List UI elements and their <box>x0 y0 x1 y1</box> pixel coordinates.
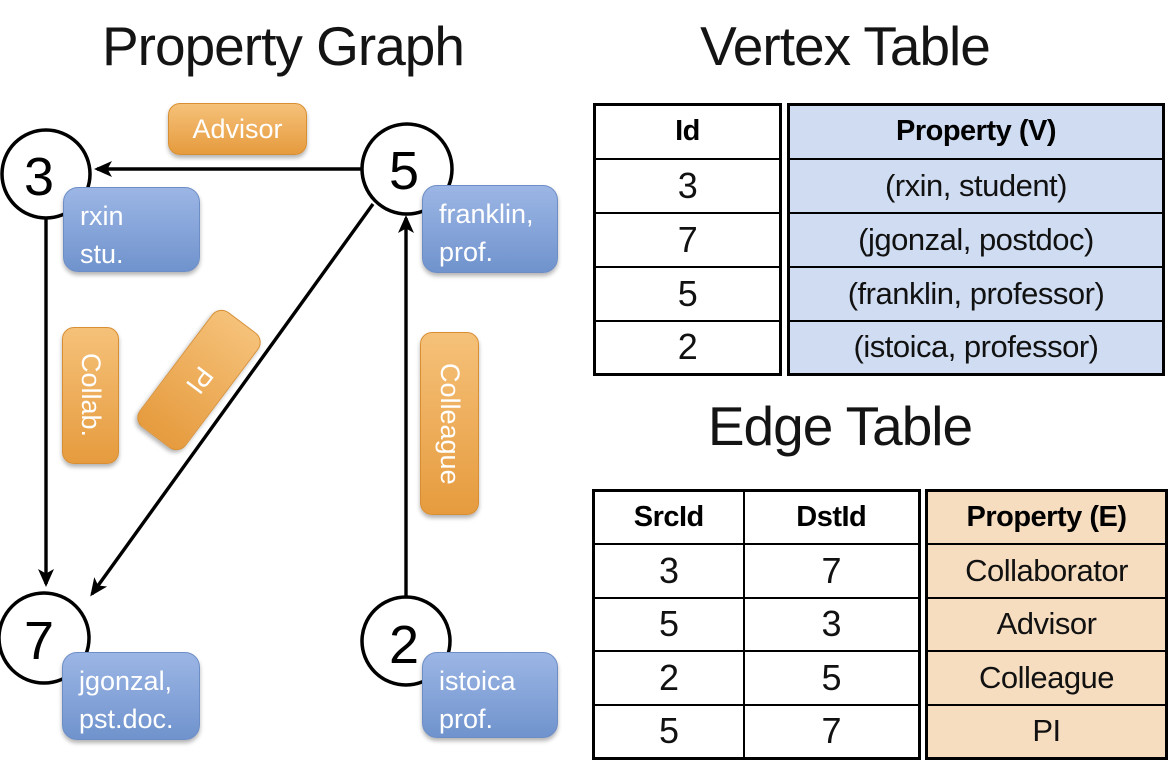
table-cell: (jgonzal, postdoc) <box>787 211 1165 268</box>
table-cell: 5 <box>742 650 921 706</box>
edge-label-advisor: Advisor <box>168 103 307 155</box>
edge-label-collab: Collab. <box>62 327 119 464</box>
table-cell: (franklin, professor) <box>787 265 1165 322</box>
column-header-property-v: Property (V) <box>787 103 1165 160</box>
edge-table-ids-head: SrcId DstId <box>592 489 921 546</box>
table-cell: Colleague <box>925 650 1168 706</box>
edge-label-collab-text: Collab. <box>76 353 106 438</box>
table-row: (jgonzal, postdoc) <box>787 211 1165 268</box>
table-cell: Advisor <box>925 596 1168 653</box>
table-row: Collaborator <box>925 543 1168 599</box>
vertex-table-id-head: Id <box>593 103 782 160</box>
table-cell: 5 <box>592 703 745 760</box>
table-row: PI <box>925 703 1168 760</box>
table-cell: (rxin, student) <box>787 157 1165 214</box>
vertex-id-3: 3 <box>23 147 55 207</box>
edge-label-colleague: Colleague <box>420 332 479 515</box>
table-cell: Collaborator <box>925 543 1168 599</box>
column-header-srcid: SrcId <box>592 489 745 546</box>
table-row: 3 <box>593 157 782 214</box>
table-row: Advisor <box>925 596 1168 653</box>
vertex-label-franklin: franklin, prof. <box>422 185 558 273</box>
table-cell: 2 <box>592 650 745 706</box>
table-row: 7 <box>593 211 782 268</box>
edge-table-property-head: Property (E) <box>925 489 1168 546</box>
table-cell: (istoica, professor) <box>787 319 1165 376</box>
vertex-table-property-body: (rxin, student)(jgonzal, postdoc)(frankl… <box>787 157 1165 376</box>
table-header-row: Id <box>593 103 782 160</box>
vertex-table-title: Vertex Table <box>700 15 991 77</box>
table-row: 2 <box>593 319 782 376</box>
table-cell: 7 <box>742 543 921 599</box>
column-header-dstid: DstId <box>742 489 921 546</box>
vertex-id-5: 5 <box>388 141 420 201</box>
edge-label-advisor-text: Advisor <box>192 113 283 144</box>
table-row: (rxin, student) <box>787 157 1165 214</box>
vertex-label-rxin: rxin stu. <box>63 187 200 272</box>
vertex-table-property-column: Property (V) (rxin, student)(jgonzal, po… <box>787 103 1165 376</box>
table-cell: 3 <box>592 543 745 599</box>
edge-table-title: Edge Table <box>707 395 973 457</box>
table-row: (franklin, professor) <box>787 265 1165 322</box>
edge-arrow-pi <box>90 203 375 597</box>
edge-label-colleague-text: Colleague <box>435 362 465 485</box>
table-row: Colleague <box>925 650 1168 706</box>
column-header-id: Id <box>593 103 782 160</box>
vertex-table-property-head: Property (V) <box>787 103 1165 160</box>
table-row: 5 <box>593 265 782 322</box>
vertex-label-istoica: istoica prof. <box>422 652 558 738</box>
edge-label-pi-text: PI <box>179 361 220 400</box>
table-cell: 2 <box>593 319 782 376</box>
table-header-row: Property (E) <box>925 489 1168 546</box>
table-cell: 7 <box>742 703 921 760</box>
column-header-property-e: Property (E) <box>925 489 1168 546</box>
property-graph-title: Property Graph <box>101 15 465 77</box>
table-cell: 5 <box>592 596 745 653</box>
table-header-row: SrcId DstId <box>592 489 921 546</box>
table-cell: 3 <box>593 157 782 214</box>
vertex-id-7: 7 <box>23 611 55 671</box>
vertex-id-2: 2 <box>388 615 420 675</box>
table-cell: 7 <box>593 211 782 268</box>
graph-edges-svg <box>0 122 454 687</box>
table-cell: 3 <box>742 596 921 653</box>
table-cell: PI <box>925 703 1168 760</box>
vertex-label-jgonzal: jgonzal, pst.doc. <box>62 652 200 740</box>
table-cell: 5 <box>593 265 782 322</box>
table-header-row: Property (V) <box>787 103 1165 160</box>
table-row: (istoica, professor) <box>787 319 1165 376</box>
